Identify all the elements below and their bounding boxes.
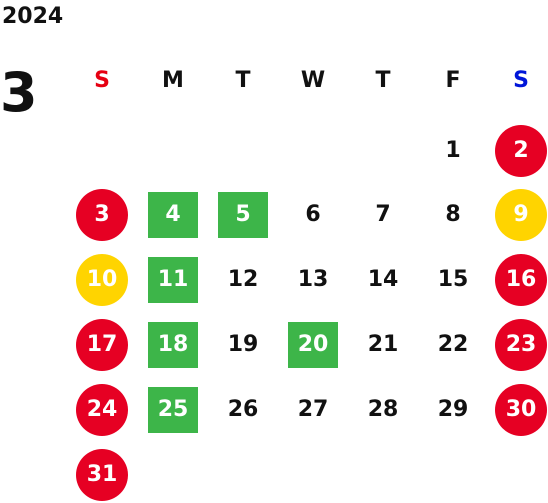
day-cell-24[interactable]: 24 [76, 384, 128, 436]
weekday-header-2: T [235, 68, 251, 93]
day-cell-21[interactable]: 21 [367, 332, 399, 357]
weekday-header-1: M [162, 68, 184, 93]
day-cell-18[interactable]: 18 [148, 322, 198, 368]
day-cell-6[interactable]: 6 [305, 202, 321, 227]
day-cell-2[interactable]: 2 [495, 125, 547, 177]
day-cell-19[interactable]: 19 [227, 332, 259, 357]
day-cell-13[interactable]: 13 [297, 267, 329, 292]
day-cell-14[interactable]: 14 [367, 267, 399, 292]
day-cell-11[interactable]: 11 [148, 257, 198, 303]
day-cell-29[interactable]: 29 [437, 397, 469, 422]
day-cell-8[interactable]: 8 [445, 202, 461, 227]
day-cell-20[interactable]: 20 [288, 322, 338, 368]
day-cell-17[interactable]: 17 [76, 319, 128, 371]
weekday-header-5: F [445, 68, 461, 93]
year-label: 2024 [2, 4, 64, 29]
day-cell-16[interactable]: 16 [495, 254, 547, 306]
day-cell-1[interactable]: 1 [445, 138, 461, 163]
day-cell-10[interactable]: 10 [76, 254, 128, 306]
day-cell-23[interactable]: 23 [495, 319, 547, 371]
day-cell-28[interactable]: 28 [367, 397, 399, 422]
day-cell-5[interactable]: 5 [218, 192, 268, 238]
weekday-header-0: S [94, 68, 110, 93]
day-cell-25[interactable]: 25 [148, 387, 198, 433]
day-cell-26[interactable]: 26 [227, 397, 259, 422]
day-cell-7[interactable]: 7 [375, 202, 391, 227]
weekday-header-3: W [300, 68, 326, 93]
day-cell-27[interactable]: 27 [297, 397, 329, 422]
weekday-header-4: T [375, 68, 391, 93]
day-cell-15[interactable]: 15 [437, 267, 469, 292]
day-cell-4[interactable]: 4 [148, 192, 198, 238]
day-cell-22[interactable]: 22 [437, 332, 469, 357]
day-cell-30[interactable]: 30 [495, 384, 547, 436]
day-cell-3[interactable]: 3 [76, 189, 128, 241]
day-cell-31[interactable]: 31 [76, 449, 128, 501]
month-label: 3 [0, 61, 38, 124]
day-cell-12[interactable]: 12 [227, 267, 259, 292]
day-cell-9[interactable]: 9 [495, 189, 547, 241]
weekday-header-6: S [513, 68, 529, 93]
